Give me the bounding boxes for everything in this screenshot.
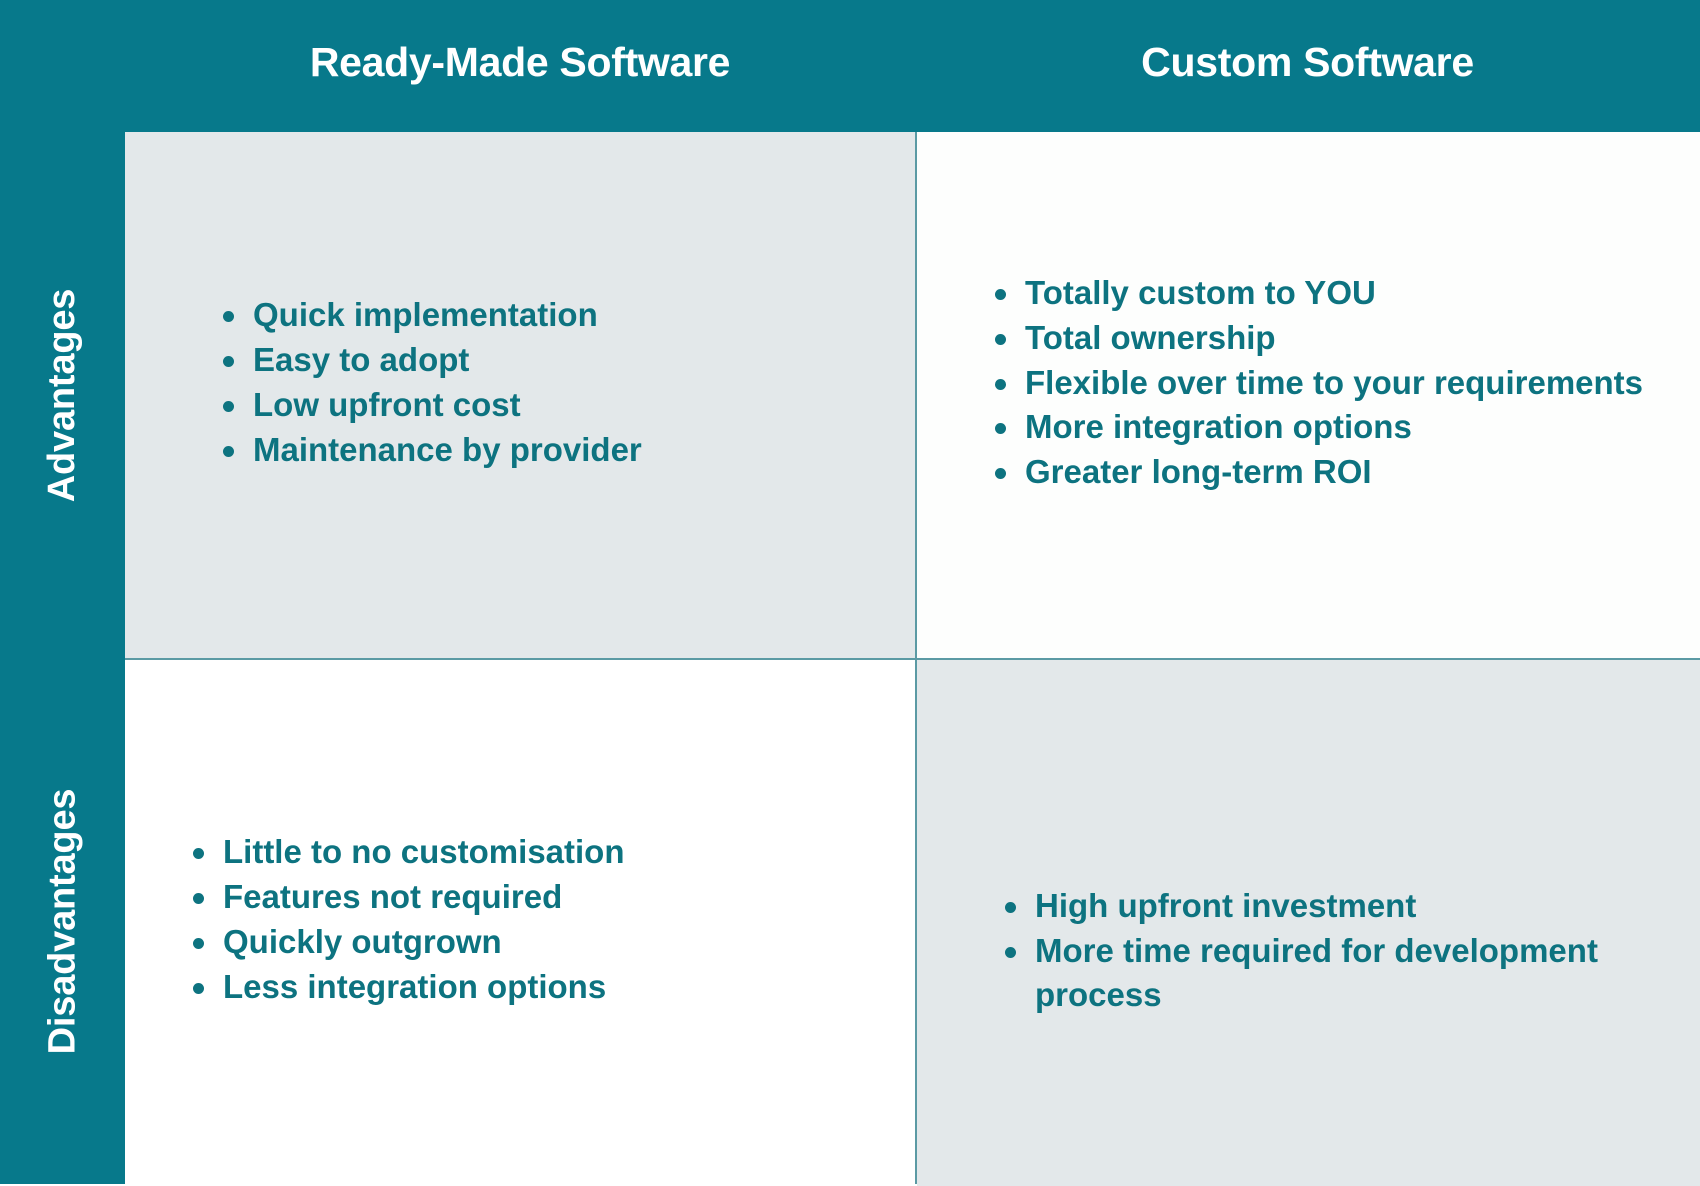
- list-item: Quickly outgrown: [193, 920, 885, 964]
- row-label-disadvantages-text: Disadvantages: [41, 788, 84, 1054]
- list-item: Less integration options: [193, 965, 885, 1009]
- list-item: More time required for development proce…: [1005, 929, 1662, 1017]
- column-header-custom-software: Custom Software: [1141, 39, 1474, 86]
- quadrant-ready-made-disadvantages: Little to no customisation Features not …: [125, 660, 915, 1186]
- row-label-advantages-text: Advantages: [41, 288, 83, 502]
- row-label-disadvantages: Disadvantages: [0, 658, 125, 1184]
- list-item: Flexible over time to your requirements: [995, 361, 1662, 405]
- bullet-list-ready-advantages: Quick implementation Easy to adopt Low u…: [205, 293, 875, 473]
- bullet-list-ready-disadvantages: Little to no customisation Features not …: [175, 830, 885, 1010]
- list-item: Little to no customisation: [193, 830, 885, 874]
- list-item: Total ownership: [995, 316, 1662, 360]
- list-item: Totally custom to YOU: [995, 271, 1662, 315]
- quadrant-grid: Quick implementation Easy to adopt Low u…: [125, 132, 1700, 1186]
- list-item: Quick implementation: [223, 293, 875, 337]
- list-item: Greater long-term ROI: [995, 450, 1662, 494]
- table-header-row: Ready-Made Software Custom Software: [0, 0, 1700, 132]
- list-item: Easy to adopt: [223, 338, 875, 382]
- quadrant-custom-advantages: Totally custom to YOU Total ownership Fl…: [917, 132, 1700, 658]
- bullet-list-custom-disadvantages: High upfront investment More time requir…: [987, 884, 1662, 1018]
- list-item: More integration options: [995, 405, 1662, 449]
- list-item: Maintenance by provider: [223, 428, 875, 472]
- quadrant-custom-disadvantages: High upfront investment More time requir…: [917, 660, 1700, 1186]
- column-header-ready-made-software: Ready-Made Software: [309, 39, 731, 86]
- bullet-list-custom-advantages: Totally custom to YOU Total ownership Fl…: [977, 271, 1662, 495]
- quadrant-ready-made-advantages: Quick implementation Easy to adopt Low u…: [125, 132, 915, 658]
- list-item: High upfront investment: [1005, 884, 1662, 928]
- row-label-advantages: Advantages: [0, 132, 125, 658]
- row-label-sidebar: Advantages Disadvantages: [0, 132, 125, 1184]
- list-item: Features not required: [193, 875, 885, 919]
- header-corner-spacer: [0, 0, 125, 132]
- list-item: Low upfront cost: [223, 383, 875, 427]
